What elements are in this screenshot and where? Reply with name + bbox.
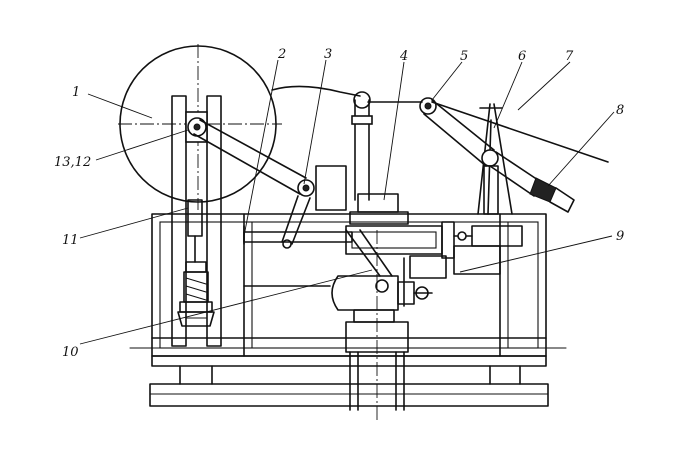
cyl-8-top — [495, 151, 539, 181]
link-rod-a — [281, 195, 299, 243]
label-10: 10 — [62, 345, 79, 360]
label-3: 3 — [324, 47, 332, 62]
label-2: 2 — [277, 47, 286, 62]
leader-2 — [243, 59, 279, 237]
upper-arm-top — [199, 119, 307, 179]
motor-link — [345, 229, 381, 277]
base-bar-1 — [151, 355, 547, 367]
left-post-a — [171, 95, 187, 347]
central-column — [349, 91, 409, 225]
carriage-flange — [441, 221, 455, 259]
motor-pivot — [375, 279, 389, 293]
stand-leg-mid — [487, 119, 492, 215]
mech-foot — [177, 311, 215, 327]
arm-5-top — [431, 99, 495, 151]
arm-joint-3-hub — [302, 184, 310, 192]
base-bar-2 — [149, 383, 549, 407]
leader-3 — [303, 59, 327, 185]
left-posts — [171, 95, 222, 347]
leader-9 — [459, 235, 613, 273]
label-8: 8 — [616, 103, 624, 118]
mech-coil-1 — [185, 277, 207, 285]
frame-inner — [159, 221, 539, 349]
labels: 1 2 3 4 5 6 7 8 9 10 11 13,12 — [54, 47, 624, 360]
arm-bracket — [315, 165, 347, 211]
left-mechanism — [177, 199, 215, 327]
upper-arm-bottom — [193, 133, 301, 195]
motor-coupling — [397, 281, 415, 305]
leader-5 — [431, 61, 463, 101]
block-4-base — [349, 211, 409, 225]
stand-slide — [483, 165, 499, 215]
motor-mount — [353, 309, 395, 323]
lower-column — [345, 230, 409, 420]
carriage-pin — [457, 231, 467, 241]
base-feet — [149, 355, 549, 407]
leader-10 — [79, 269, 373, 345]
rod-2 — [243, 231, 353, 243]
block-9-top — [471, 225, 523, 247]
web-segment-3 — [431, 101, 609, 163]
label-7: 7 — [565, 49, 574, 64]
column-collar — [351, 115, 373, 125]
leader-6 — [493, 61, 523, 129]
mech-collar — [185, 261, 207, 273]
leader-lines — [79, 59, 615, 345]
mech-coil-3 — [185, 293, 207, 301]
column-top-pulley — [353, 91, 371, 109]
label-4: 4 — [399, 49, 408, 64]
leader-1 — [87, 93, 153, 119]
web-path — [271, 85, 609, 163]
mech-top-block — [187, 199, 203, 237]
left-post-b — [206, 95, 222, 347]
cylinder-8-cap — [549, 187, 575, 213]
label-9: 9 — [616, 229, 624, 244]
leader-7 — [517, 61, 571, 111]
upper-arm — [193, 119, 347, 249]
leader-8 — [547, 111, 615, 187]
label-13-12: 13,12 — [54, 155, 91, 170]
web-segment-1 — [271, 85, 361, 97]
block-4 — [357, 193, 399, 213]
leader-11 — [79, 207, 189, 239]
carriage-inner — [351, 231, 437, 249]
motor-unit — [331, 229, 433, 323]
mech-coil-2 — [185, 285, 207, 293]
leader-13-12 — [95, 129, 189, 161]
pivot-13-12-hub — [193, 123, 201, 131]
link-rod-b — [291, 197, 311, 245]
label-5: 5 — [460, 49, 468, 64]
label-6: 6 — [518, 49, 526, 64]
motor-body — [331, 275, 399, 311]
cyl-8-bottom — [489, 165, 535, 197]
block-9 — [453, 245, 501, 275]
leader-4 — [383, 61, 405, 201]
pulley-5-hub — [424, 102, 432, 110]
label-1: 1 — [72, 85, 80, 100]
stand-leg-right — [493, 103, 513, 215]
motor-link-b — [359, 229, 393, 277]
label-11: 11 — [62, 233, 79, 248]
arm-5-bottom — [423, 113, 487, 167]
carriage-plate — [409, 255, 447, 279]
